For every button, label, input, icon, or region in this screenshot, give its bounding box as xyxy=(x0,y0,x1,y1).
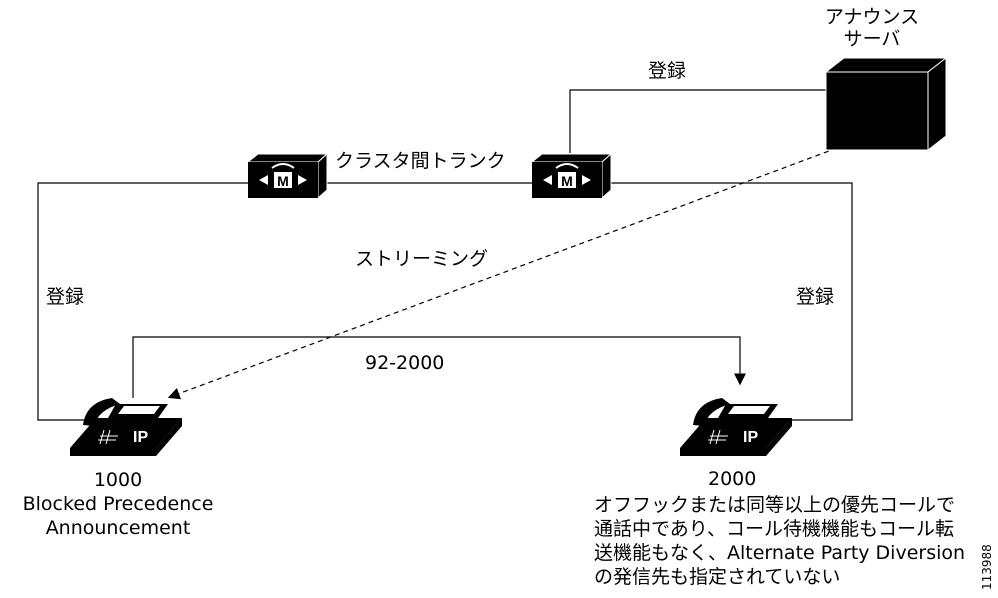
registration-label-left: 登録 xyxy=(46,286,85,308)
figure-id: 113988 xyxy=(980,544,994,590)
announce-server-label-line2: サーバ xyxy=(843,28,901,50)
registration-line-left xyxy=(37,182,248,421)
registration-line-server xyxy=(569,89,826,153)
phone-right-desc-line3: 送機能もなく、Alternate Party Diversion xyxy=(594,542,966,564)
cucm-right-icon xyxy=(530,152,613,200)
ip-phone-left-icon xyxy=(70,398,182,456)
ip-phone-right-icon xyxy=(680,398,792,456)
phone-left-desc-line1: Blocked Precedence xyxy=(22,493,214,515)
phone-right-desc-line4: の発信先も指定されていない xyxy=(594,566,841,588)
ip-phone-right-text: IP xyxy=(743,429,758,446)
announce-server-icon xyxy=(824,56,948,152)
phone-left-desc-line2: Announcement xyxy=(45,517,191,539)
phone-right-desc-line2: 通話中であり、コール待機機能もコール転 xyxy=(594,518,955,540)
cucm-left-letter: M xyxy=(277,173,289,189)
phone-left-number: 1000 xyxy=(93,469,143,491)
cucm-right-letter: M xyxy=(561,173,573,189)
call-label: 92-2000 xyxy=(365,352,445,374)
ip-phone-left-text: IP xyxy=(133,429,148,446)
registration-label-right: 登録 xyxy=(796,286,835,308)
phone-right-description: オフフックまたは同等以上の優先コールで 通話中であり、コール待機機能もコール転 … xyxy=(594,493,974,589)
streaming-line xyxy=(167,147,838,400)
registration-label-top: 登録 xyxy=(648,60,687,82)
registration-line-right xyxy=(602,182,853,421)
cucm-left-icon xyxy=(246,152,329,200)
announce-server-label: アナウンス サーバ xyxy=(802,6,942,50)
streaming-label: ストリーミング xyxy=(355,248,489,270)
announce-server-label-line1: アナウンス xyxy=(824,6,920,28)
call-path-line xyxy=(132,336,746,398)
phone-right-number: 2000 xyxy=(708,468,757,490)
phone-left-caption: 1000 Blocked Precedence Announcement xyxy=(0,468,236,540)
phone-right-desc-line1: オフフックまたは同等以上の優先コールで xyxy=(594,494,956,516)
trunk-label: クラスタ間トランク xyxy=(335,150,506,172)
